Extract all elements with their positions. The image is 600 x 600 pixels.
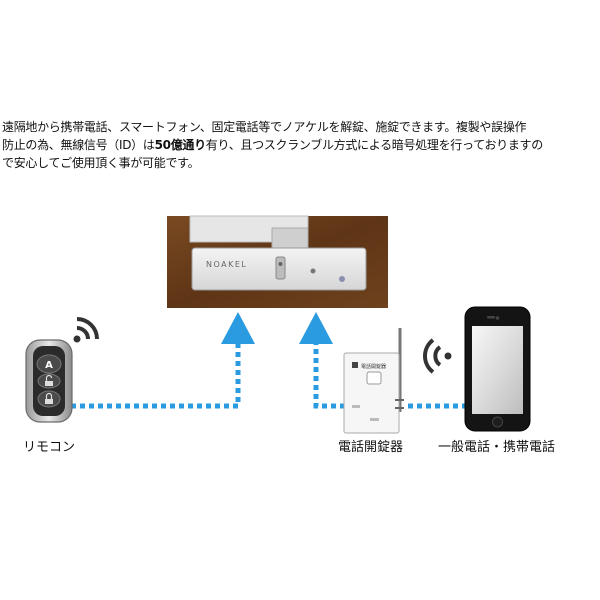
arrow-up-left-icon bbox=[221, 312, 255, 344]
lock-knob bbox=[276, 257, 285, 279]
phone-screen bbox=[472, 326, 523, 414]
unlocker-label: 電話開錠器 bbox=[338, 436, 403, 455]
smartphone bbox=[465, 307, 530, 431]
lock-photo: NOAKEL bbox=[167, 216, 388, 308]
phone-label: 一般電話・携帯電話 bbox=[438, 436, 555, 455]
lock-brand: NOAKEL bbox=[206, 260, 247, 269]
unlocker-to-lock-line bbox=[316, 344, 345, 406]
remote-button-a-label: A bbox=[45, 360, 53, 371]
unlocker-device-title: 電話開錠器 bbox=[361, 363, 386, 370]
unlocker-button bbox=[367, 372, 381, 384]
remote-control: A bbox=[26, 340, 72, 422]
phone-unlocker-device: 電話開錠器 bbox=[344, 328, 404, 433]
connection-lines bbox=[71, 344, 465, 406]
wireless-signal-icon bbox=[74, 319, 98, 343]
arrow-up-right-icon bbox=[299, 312, 333, 344]
phone-signal-icon bbox=[425, 340, 451, 372]
phone-home-button bbox=[493, 417, 503, 427]
lock-led-icon bbox=[311, 269, 316, 274]
remote-to-lock-line bbox=[71, 344, 238, 406]
remote-label: リモコン bbox=[23, 436, 75, 455]
